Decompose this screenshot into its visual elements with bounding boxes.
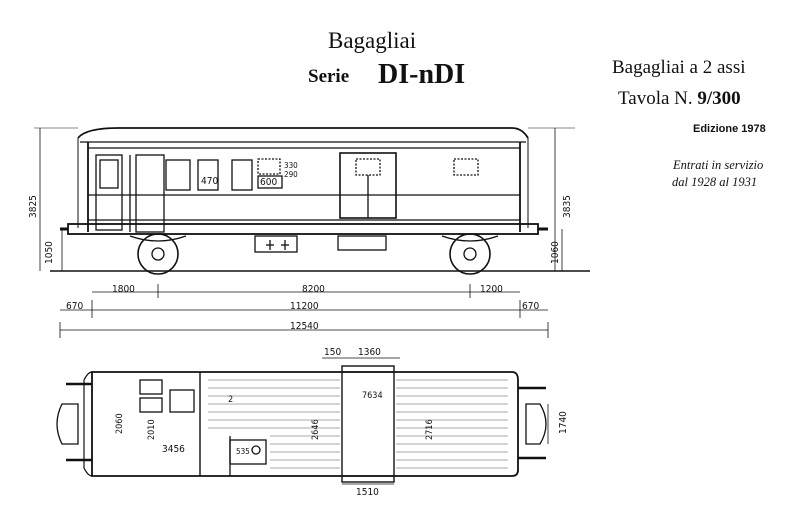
roof-outline	[77, 127, 529, 139]
window-label-330: 330	[284, 161, 298, 170]
wheel-left	[137, 233, 179, 275]
side-door-1	[135, 154, 165, 233]
plate-number: 9/300	[697, 88, 741, 109]
dim-1510: 1510	[356, 487, 379, 498]
service-note-line2: dal 1928 al 1931	[672, 175, 758, 189]
plate-reference: Tavola N. 9/300	[618, 88, 741, 110]
spring-right	[441, 235, 499, 242]
window-1	[165, 159, 191, 191]
plan-end-left	[83, 371, 93, 477]
tool-box	[337, 235, 387, 251]
drawing-title: Bagagliai	[328, 28, 417, 53]
battery-box	[254, 235, 298, 253]
series-code: DI-nDI	[378, 59, 466, 90]
wheel-hub-right	[463, 247, 477, 261]
end-door-left	[95, 154, 123, 231]
side-elevation: 470 600 330 290 3825 3835 1050 1060	[28, 127, 590, 275]
vent-window	[257, 158, 281, 175]
small-room	[229, 439, 267, 465]
dim-11200: 11200	[290, 301, 319, 312]
plan-view: 150 1360 1510 7634 2646 2716 2060 2010 3…	[56, 347, 569, 498]
dim-2010: 2010	[147, 419, 157, 440]
seat-1	[139, 379, 163, 395]
desk	[169, 389, 195, 413]
dim-535: 535	[236, 447, 250, 456]
dim-7634: 7634	[362, 391, 383, 401]
rear-grille	[453, 158, 479, 176]
door-band	[341, 365, 395, 483]
dim-670-left: 670	[66, 301, 83, 312]
plate-label: Tavola N.	[618, 88, 693, 109]
dim-2060: 2060	[115, 413, 125, 434]
dim-1360: 1360	[358, 347, 381, 358]
dim-8200: 8200	[302, 284, 325, 295]
floor-label-left: 1050	[44, 241, 55, 264]
dim-1200: 1200	[480, 284, 503, 295]
window-2	[231, 159, 253, 191]
window-label-470: 470	[201, 176, 218, 187]
mark-2: 2	[228, 395, 233, 405]
floor-hatching	[208, 379, 508, 469]
series-label: Serie	[308, 66, 350, 87]
window-600	[257, 175, 283, 189]
dim-2716: 2716	[425, 419, 435, 440]
floor-label-right: 1060	[550, 241, 561, 264]
spring-left	[129, 235, 187, 242]
dim-1800: 1800	[112, 284, 135, 295]
dim-1740: 1740	[558, 411, 569, 434]
window-470	[197, 159, 219, 191]
dim-3456: 3456	[162, 444, 185, 455]
stove-icon	[251, 445, 261, 455]
coupler-right	[525, 403, 547, 445]
coupler-left	[56, 403, 79, 445]
window-label-600: 600	[260, 177, 277, 188]
wheel-right	[449, 233, 491, 275]
wheel-hub-left	[151, 247, 165, 261]
window-label-290: 290	[284, 170, 298, 179]
end-door-window	[99, 159, 119, 189]
dim-12540: 12540	[290, 321, 319, 332]
height-label-right: 3835	[562, 195, 573, 218]
service-note-line1: Entrati in servizio	[673, 158, 764, 172]
height-label-left: 3825	[28, 195, 39, 218]
edition-label: Edizione 1978	[693, 123, 766, 135]
dim-670-right: 670	[522, 301, 539, 312]
wagon-type-subtitle: Bagagliai a 2 assi	[612, 57, 746, 78]
luggage-door-grille	[355, 158, 381, 176]
length-dimensions: 1800 8200 1200 670 11200 670 12540	[59, 284, 549, 338]
seat-2	[139, 397, 163, 413]
plan-outline	[91, 371, 519, 477]
dim-2646: 2646	[311, 419, 321, 440]
dim-150: 150	[324, 347, 341, 358]
